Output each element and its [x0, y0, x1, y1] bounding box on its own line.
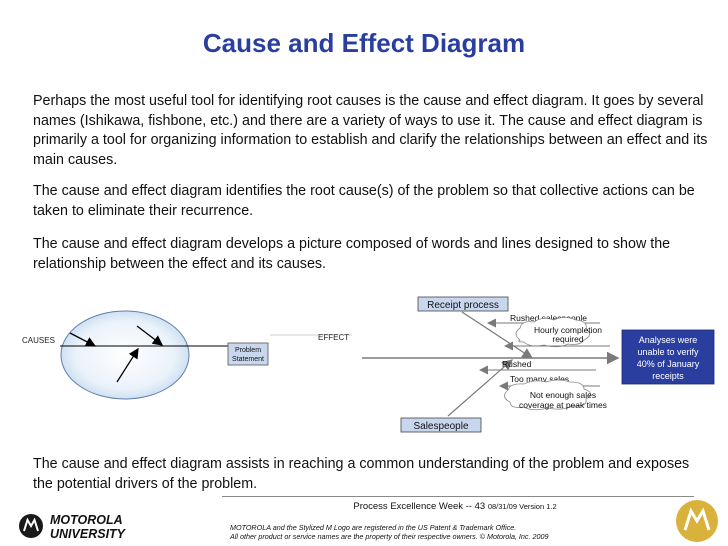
effect-text-1: Analyses were — [639, 335, 698, 345]
logo-text-2: UNIVERSITY — [50, 527, 127, 540]
footer-version: 08/31/09 Version 1.2 — [487, 502, 557, 511]
logo-text-1: MOTOROLA — [50, 513, 123, 527]
cause-arrow-1 — [69, 332, 97, 347]
motorola-university-logo: MOTOROLA UNIVERSITY — [19, 513, 127, 540]
effect-box[interactable] — [621, 329, 715, 385]
paragraph-intro: Perhaps the most useful tool for identif… — [33, 93, 708, 168]
footer-title: Process Excellence Week -- 43 08/31/09 V… — [230, 501, 680, 512]
not-enough-label-1: Not enough sales — [530, 390, 596, 400]
example-fishbone: Receipt process Rushed salespeople Hourl… — [362, 296, 715, 433]
rushed-salespeople-label: Rushed salespeople — [510, 313, 587, 323]
effect-text-4: receipts — [652, 371, 684, 381]
footer-divider — [222, 496, 694, 497]
not-enough-cloud — [504, 379, 591, 411]
generic-fishbone: CAUSES Problem Statement EFFECT — [22, 310, 352, 400]
problem-label-2: Statement — [232, 356, 264, 363]
salespeople-branch — [447, 359, 513, 417]
problem-statement-box — [227, 342, 269, 366]
receipt-process-box[interactable] — [417, 296, 509, 312]
cause-arrow-3 — [116, 347, 139, 383]
paragraph-picture: The cause and effect diagram develops a … — [33, 236, 671, 272]
too-many-sales-label: Too many sales — [510, 374, 569, 384]
rushed-label: Rushed — [502, 359, 532, 369]
legal-line-2: All other product or service names are t… — [230, 532, 549, 541]
not-enough-label-2: coverage at peak times — [519, 400, 607, 410]
problem-label-1: Problem — [235, 347, 261, 354]
slide-title: Cause and Effect Diagram — [202, 28, 526, 58]
effect-label: EFFECT — [318, 333, 349, 342]
receipt-process-label: Receipt process — [427, 300, 499, 311]
footer-event: Process Excellence Week -- 43 — [353, 501, 486, 512]
effect-text-2: unable to verify — [637, 347, 699, 357]
cause-arrow-2 — [136, 325, 164, 346]
salespeople-label: Salespeople — [413, 421, 468, 432]
causes-label: CAUSES — [22, 336, 55, 345]
paragraph-understanding: The cause and effect diagram assists in … — [33, 456, 690, 492]
cause-effect-diagram: CAUSES Problem Statement EFFECT Receipt … — [22, 296, 715, 433]
hourly-label-2: required — [552, 334, 583, 344]
footer-legal: MOTOROLA and the Stylized M Logo are reg… — [230, 523, 680, 541]
hourly-label-1: Hourly completion — [534, 325, 602, 335]
paragraph-root-cause: The cause and effect diagram identifies … — [33, 183, 695, 219]
effect-text-3: 40% of January — [637, 359, 700, 369]
salespeople-box[interactable] — [400, 417, 482, 433]
causes-ellipse — [60, 310, 190, 400]
receipt-branch — [461, 311, 534, 359]
motorola-gold-logo-icon — [676, 500, 718, 542]
legal-line-1: MOTOROLA and the Stylized M Logo are reg… — [230, 523, 517, 532]
